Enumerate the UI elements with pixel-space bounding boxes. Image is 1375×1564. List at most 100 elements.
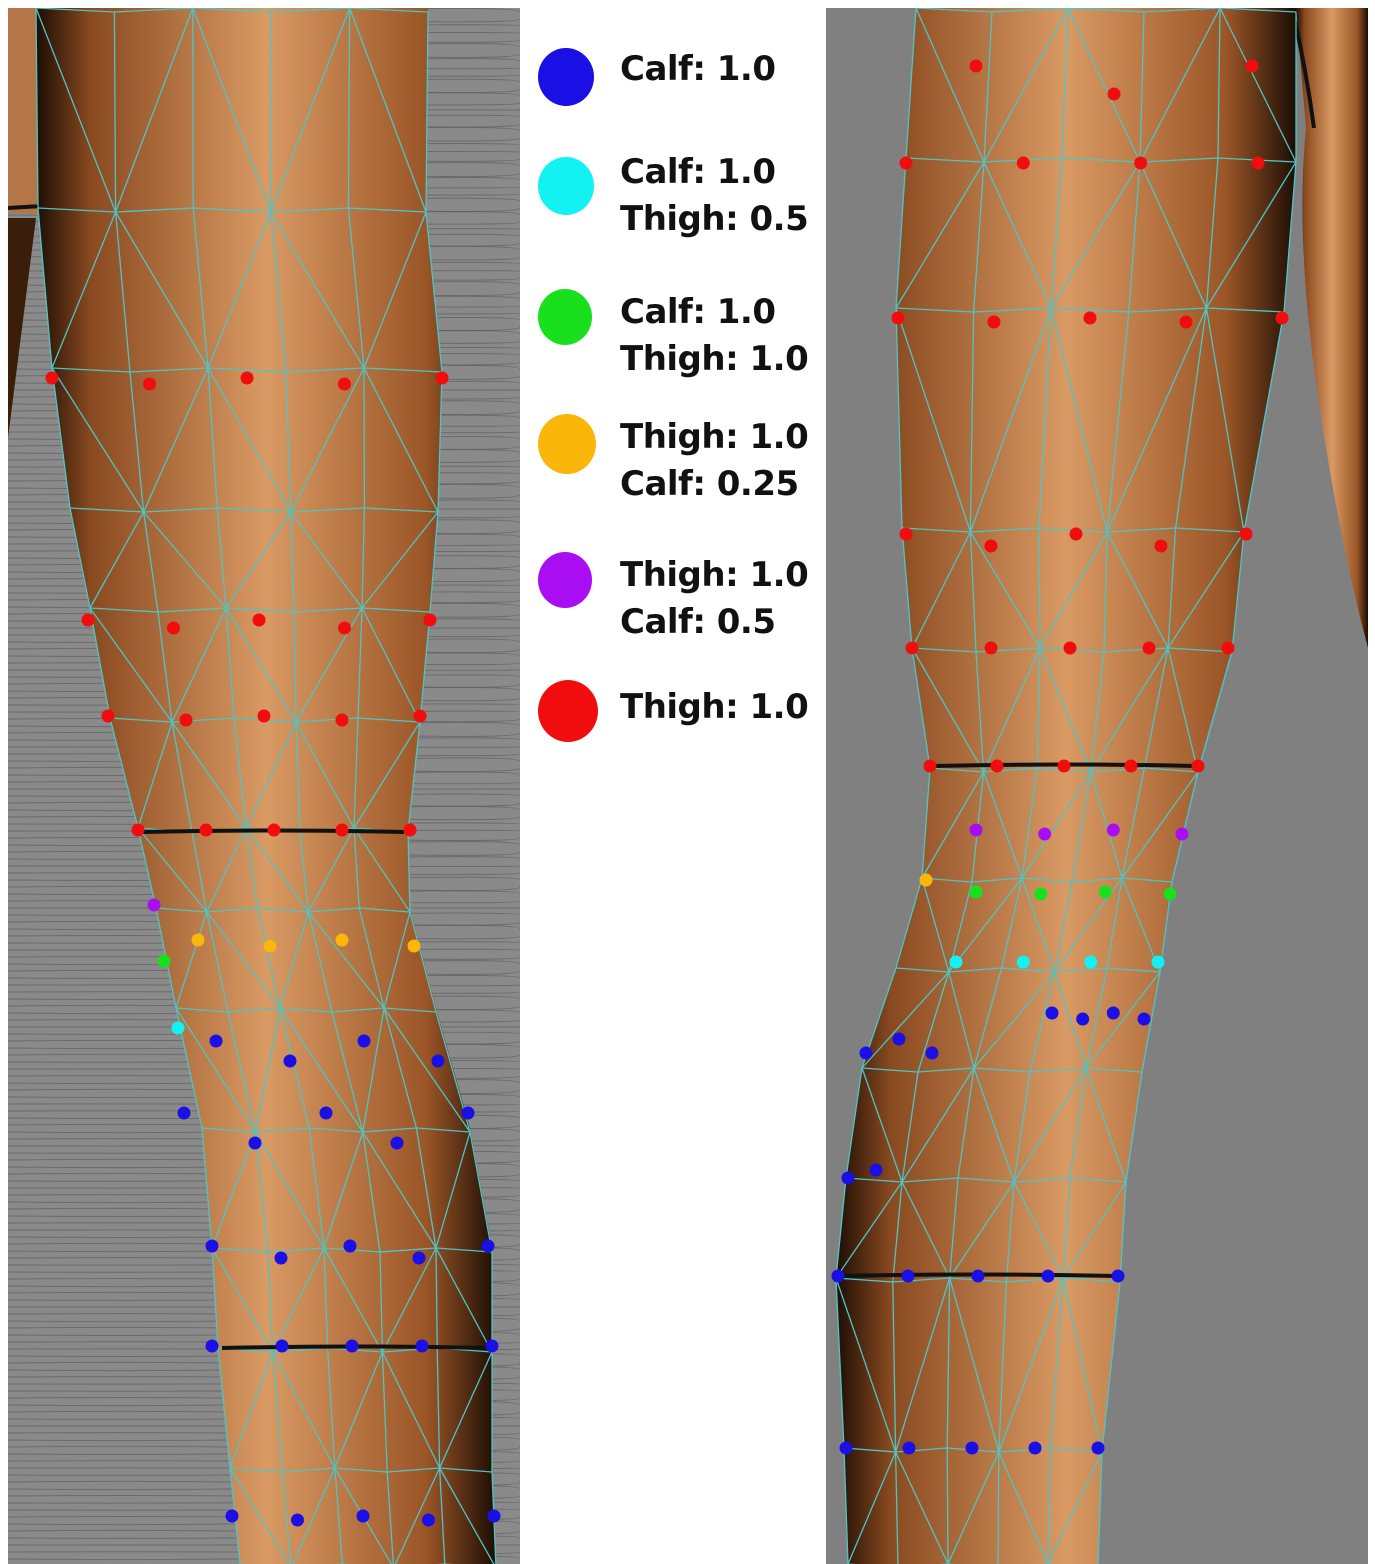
vertex-calf-full (291, 1514, 304, 1527)
vertex-thigh-full (1070, 528, 1083, 541)
vertex-calf-full (1107, 1007, 1120, 1020)
vertex-thigh-full (241, 372, 254, 385)
side-leg-view (826, 8, 1368, 1564)
vertex-calf-thigh-half (1017, 956, 1030, 969)
vertex-calf-full (178, 1107, 191, 1120)
legend-swatch (538, 680, 598, 742)
vertex-calf-full (275, 1252, 288, 1265)
vertex-thigh-full (988, 316, 1001, 329)
vertex-calf-full (276, 1340, 289, 1353)
vertex-calf-full (344, 1240, 357, 1253)
vertex-calf-full (422, 1514, 435, 1527)
legend-swatch (538, 289, 592, 345)
vertex-thigh-full (132, 824, 145, 837)
vertex-calf-full (870, 1164, 883, 1177)
vertex-calf-full (482, 1240, 495, 1253)
vertex-calf-thigh-full (158, 955, 171, 968)
vertex-thigh-full (167, 622, 180, 635)
vertex-thigh-full (1125, 760, 1138, 773)
legend-label-line: Calf: 1.0 (620, 46, 776, 93)
legend-label-line: Thigh: 1.0 (620, 336, 808, 383)
vertex-thigh-full (900, 157, 913, 170)
vertex-thigh-full (906, 642, 919, 655)
vertex-calf-full (358, 1035, 371, 1048)
vertex-thigh-calf-quarter (920, 874, 933, 887)
vertex-calf-thigh-half (950, 956, 963, 969)
vertex-calf-full (284, 1055, 297, 1068)
legend-label: Calf: 1.0 (620, 46, 776, 93)
vertex-calf-full (1029, 1442, 1042, 1455)
vertex-thigh-calf-quarter (408, 940, 421, 953)
vertex-thigh-full (1064, 642, 1077, 655)
side-leg-illustration (826, 8, 1368, 1564)
vertex-thigh-calf-half (148, 899, 161, 912)
vertex-calf-full (902, 1270, 915, 1283)
vertex-calf-full (972, 1270, 985, 1283)
vertex-calf-full (1138, 1013, 1151, 1026)
legend-label-line: Calf: 1.0 (620, 289, 808, 336)
vertex-calf-thigh-full (1164, 888, 1177, 901)
vertex-thigh-full (414, 710, 427, 723)
legend-swatch (538, 414, 596, 474)
vertex-thigh-full (258, 710, 271, 723)
vertex-calf-full (903, 1442, 916, 1455)
vertex-thigh-calf-quarter (264, 940, 277, 953)
vertex-thigh-full (1108, 88, 1121, 101)
vertex-calf-full (249, 1137, 262, 1150)
vertex-thigh-full (46, 372, 59, 385)
legend-swatch (538, 157, 594, 215)
vertex-calf-full (1092, 1442, 1105, 1455)
vertex-calf-full (832, 1270, 845, 1283)
vertex-thigh-full (436, 372, 449, 385)
vertex-calf-full (357, 1510, 370, 1523)
legend-label-line: Thigh: 1.0 (620, 684, 808, 731)
vertex-thigh-full (1180, 316, 1193, 329)
vertex-thigh-full (180, 714, 193, 727)
vertex-thigh-full (1084, 312, 1097, 325)
vertex-calf-full (206, 1340, 219, 1353)
legend-label: Thigh: 1.0 (620, 684, 808, 731)
vertex-thigh-calf-half (1107, 824, 1120, 837)
vertex-thigh-full (143, 378, 156, 391)
vertex-thigh-full (970, 60, 983, 73)
vertex-calf-full (486, 1340, 499, 1353)
legend-label-line: Thigh: 1.0 (620, 552, 808, 599)
vertex-thigh-full (1192, 760, 1205, 773)
vertex-calf-full (210, 1035, 223, 1048)
vertex-calf-full (206, 1240, 219, 1253)
legend-label-line: Calf: 0.5 (620, 599, 808, 646)
vertex-thigh-full (924, 760, 937, 773)
vertex-thigh-full (338, 378, 351, 391)
vertex-thigh-calf-half (1038, 828, 1051, 841)
vertex-calf-full (842, 1172, 855, 1185)
vertex-calf-full (413, 1252, 426, 1265)
vertex-calf-full (1042, 1270, 1055, 1283)
legend-label-line: Thigh: 1.0 (620, 414, 808, 461)
legend-swatch (538, 552, 592, 608)
vertex-thigh-full (1246, 60, 1259, 73)
vertex-calf-thigh-full (970, 886, 983, 899)
vertex-thigh-full (102, 710, 115, 723)
vertex-calf-thigh-full (1099, 886, 1112, 899)
vertex-calf-full (346, 1340, 359, 1353)
vertex-thigh-full (200, 824, 213, 837)
vertex-calf-full (391, 1137, 404, 1150)
legend-label-line: Thigh: 0.5 (620, 196, 808, 243)
vertex-thigh-full (1222, 642, 1235, 655)
vertex-thigh-full (336, 714, 349, 727)
front-leg-illustration (8, 8, 520, 1564)
vertex-thigh-full (1155, 540, 1168, 553)
vertex-calf-full (462, 1107, 475, 1120)
vertex-calf-full (1046, 1007, 1059, 1020)
vertex-calf-full (926, 1047, 939, 1060)
vertex-calf-full (432, 1055, 445, 1068)
vertex-thigh-calf-quarter (192, 934, 205, 947)
vertex-calf-thigh-half (1084, 956, 1097, 969)
vertex-thigh-full (268, 824, 281, 837)
vertex-thigh-full (404, 824, 417, 837)
vertex-calf-thigh-full (1034, 888, 1047, 901)
